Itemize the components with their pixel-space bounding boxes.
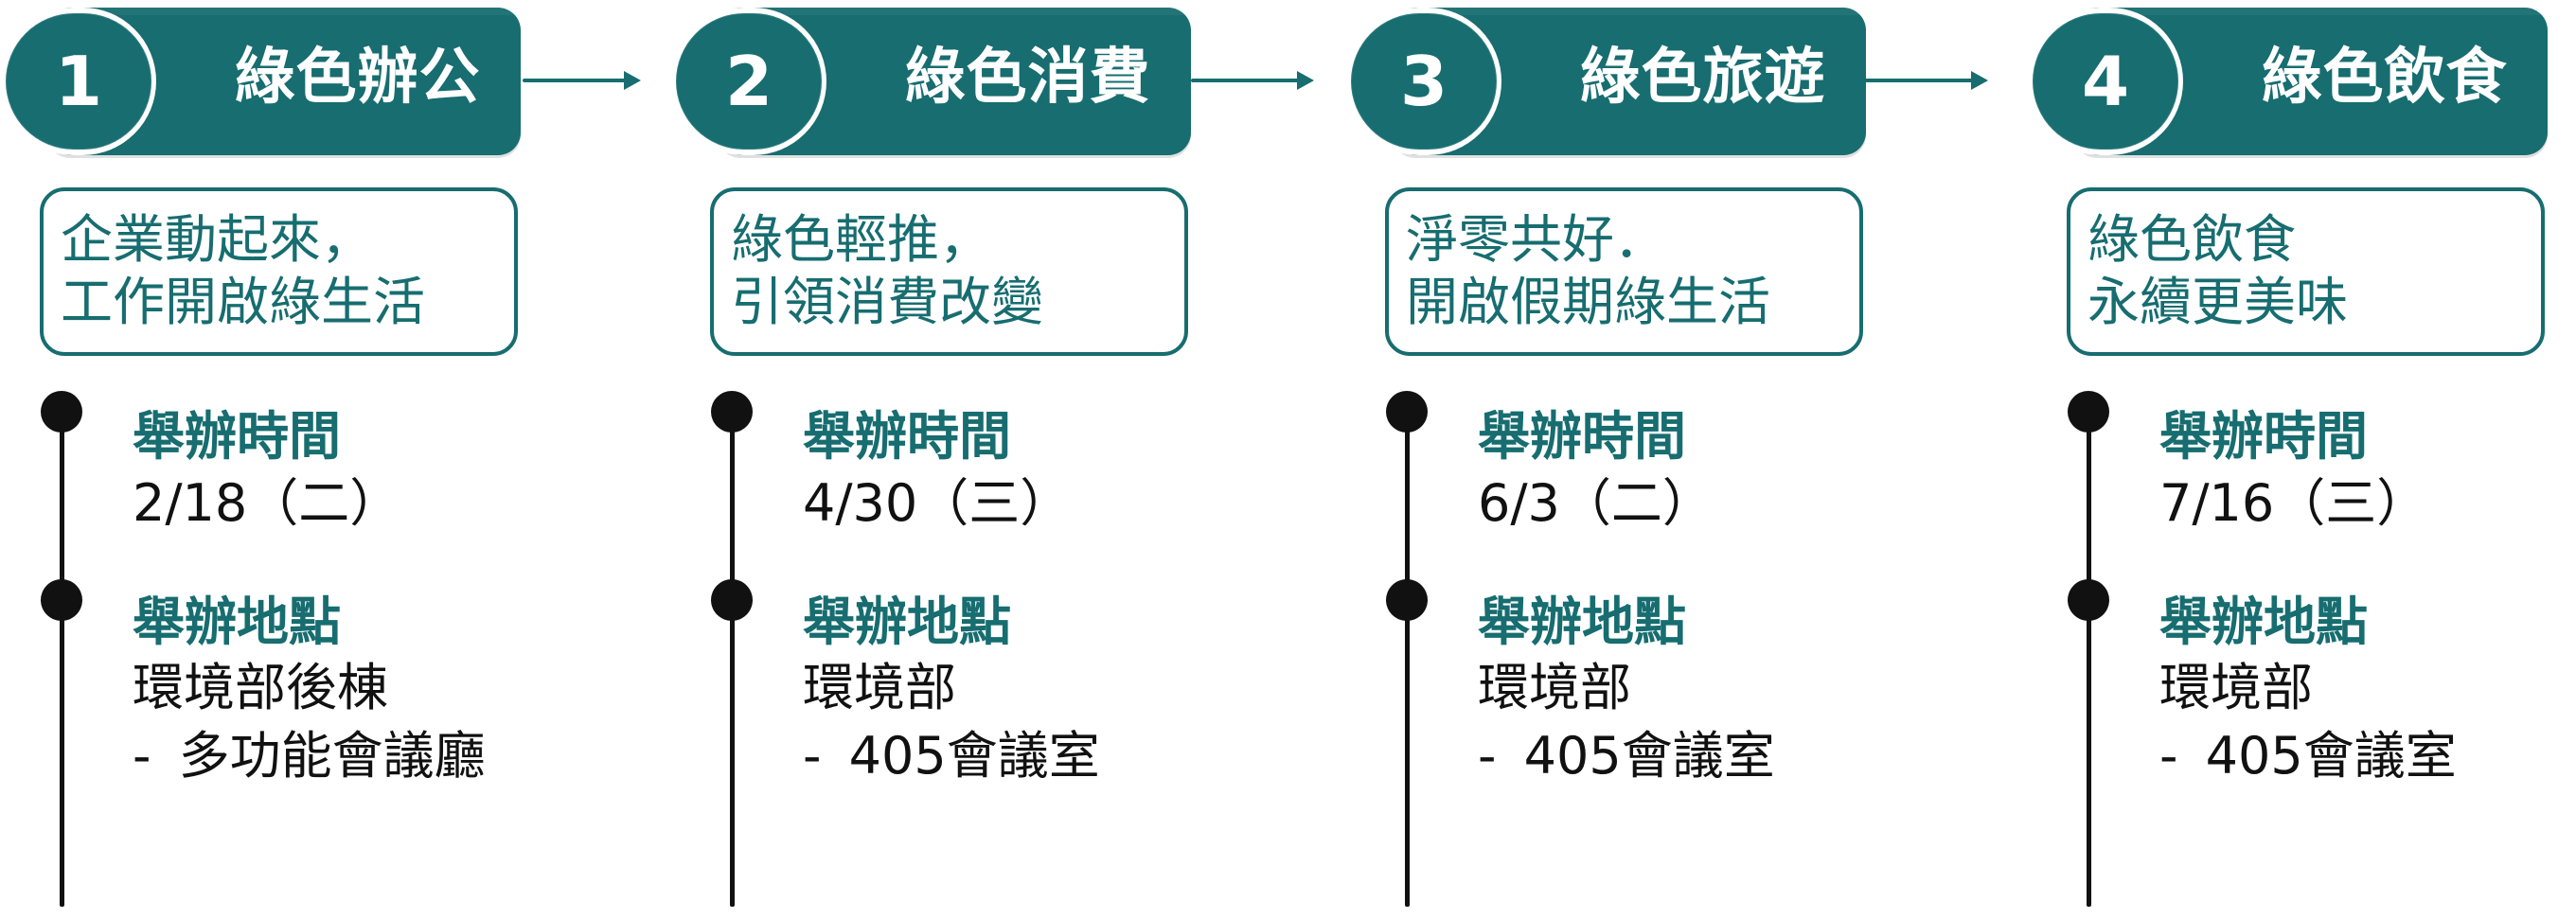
arrow-1-line xyxy=(523,79,627,82)
arrow-2-head-icon xyxy=(1297,71,1314,90)
arrow-2-line xyxy=(1191,79,1300,82)
arrow-3-to-4 xyxy=(1865,71,1988,90)
step-1-timeline-line xyxy=(60,415,64,907)
step-2-time-label: 舉辦時間 xyxy=(803,406,1012,467)
step-1-place-line-2: - 多功能會議廳 xyxy=(133,731,486,782)
step-2-place-line-2: - 405會議室 xyxy=(803,731,1100,782)
step-3-number-ring: 3 xyxy=(1345,8,1501,155)
step-2-number-ring: 2 xyxy=(670,8,826,155)
step-1-number-badge: 1 xyxy=(6,13,151,150)
step-3-place-dot xyxy=(1386,579,1428,621)
step-2-place-line-2-text: 405會議室 xyxy=(848,726,1100,786)
step-3-place-label: 舉辦地點 xyxy=(1478,592,1687,652)
step-3-place-line-1: 環境部 xyxy=(1478,658,1631,717)
step-4-number-badge: 4 xyxy=(2033,13,2178,150)
step-4-place-line-2: - 405會議室 xyxy=(2159,731,2457,782)
step-2-place-label: 舉辦地點 xyxy=(803,592,1012,652)
step-1-slogan-box: 企業動起來， 工作開啟綠生活 xyxy=(40,187,518,356)
step-3-place-line-2-dash: - xyxy=(1478,726,1497,786)
step-3-place-line-2-text: 405會議室 xyxy=(1523,726,1775,786)
step-1-place-line-1: 環境部後棟 xyxy=(133,658,388,717)
step-4-place-label: 舉辦地點 xyxy=(2159,592,2369,652)
step-1-place-dot xyxy=(41,579,82,621)
step-3-number: 3 xyxy=(1399,42,1448,121)
step-4-header: 綠色飲食 4 xyxy=(2027,8,2548,155)
step-1-number-ring: 1 xyxy=(0,8,156,155)
step-1-time-dot xyxy=(41,391,82,433)
step-2: 綠色消費 2 綠色輕推， 引領消費改變 舉辦時間 4/30（三） 舉辦地點 環境… xyxy=(670,0,1200,919)
step-2-title: 綠色消費 xyxy=(904,43,1151,113)
step-1-date: 2/18（二） xyxy=(133,473,401,533)
step-2-time-dot xyxy=(711,391,753,433)
step-1-place-label: 舉辦地點 xyxy=(133,592,342,652)
step-4-date: 7/16（三） xyxy=(2159,473,2428,533)
step-2-place-line-1: 環境部 xyxy=(803,658,956,717)
step-1-title: 綠色辦公 xyxy=(234,43,481,113)
step-3-number-badge: 3 xyxy=(1351,13,1497,150)
arrow-1-head-icon xyxy=(624,71,641,90)
step-3-place-line-2: - 405會議室 xyxy=(1478,731,1775,782)
arrow-1-to-2 xyxy=(523,71,641,90)
step-3-slogan-line-1: 淨零共好． xyxy=(1406,209,1667,270)
step-2-place-line-2-dash: - xyxy=(803,726,822,786)
arrow-3-head-icon xyxy=(1971,71,1988,90)
step-4: 綠色飲食 4 綠色飲食 永續更美味 舉辦時間 7/16（三） 舉辦地點 環境部 … xyxy=(2027,0,2557,919)
step-3-timeline-line xyxy=(1405,415,1410,907)
step-3-time-label: 舉辦時間 xyxy=(1478,406,1687,467)
step-2-slogan-line-1: 綠色輕推， xyxy=(731,209,992,270)
step-4-place-dot xyxy=(2068,579,2109,621)
step-3-header: 綠色旅遊 3 xyxy=(1345,8,1866,155)
step-3-date: 6/3（二） xyxy=(1478,473,1714,533)
step-3-title: 綠色旅遊 xyxy=(1579,43,1826,113)
step-1: 綠色辦公 1 企業動起來， 工作開啟綠生活 舉辦時間 2/18（二） 舉辦地點 … xyxy=(0,0,530,919)
step-2-date: 4/30（三） xyxy=(803,473,1072,533)
step-1-header: 綠色辦公 1 xyxy=(0,8,521,155)
step-1-slogan-line-2: 工作開啟綠生活 xyxy=(61,272,426,332)
step-4-slogan-line-2: 永續更美味 xyxy=(2087,272,2349,332)
step-4-number-ring: 4 xyxy=(2027,8,2183,155)
step-3: 綠色旅遊 3 淨零共好． 開啟假期綠生活 舉辦時間 6/3（二） 舉辦地點 環境… xyxy=(1345,0,1875,919)
step-2-place-dot xyxy=(711,579,753,621)
step-4-place-line-2-text: 405會議室 xyxy=(2205,726,2457,786)
step-4-timeline-line xyxy=(2087,415,2091,907)
step-2-slogan-box: 綠色輕推， 引領消費改變 xyxy=(710,187,1188,356)
step-4-place-line-1: 環境部 xyxy=(2159,658,2313,717)
step-2-timeline-line xyxy=(730,415,735,907)
step-4-time-dot xyxy=(2068,391,2109,433)
step-4-slogan-box: 綠色飲食 永續更美味 xyxy=(2067,187,2545,356)
step-1-slogan-line-1: 企業動起來， xyxy=(61,209,374,270)
arrow-2-to-3 xyxy=(1191,71,1314,90)
step-3-slogan-line-2: 開啟假期綠生活 xyxy=(1406,272,1771,332)
step-4-place-line-2-dash: - xyxy=(2159,726,2178,786)
step-1-time-label: 舉辦時間 xyxy=(133,406,342,467)
step-1-place-line-2-dash: - xyxy=(133,726,151,786)
step-3-slogan-box: 淨零共好． 開啟假期綠生活 xyxy=(1385,187,1863,356)
arrow-3-line xyxy=(1865,79,1974,82)
step-4-time-label: 舉辦時間 xyxy=(2159,406,2369,467)
step-1-number: 1 xyxy=(54,42,103,121)
step-2-slogan-line-2: 引領消費改變 xyxy=(731,272,1044,332)
step-4-number: 4 xyxy=(2081,42,2130,121)
step-3-time-dot xyxy=(1386,391,1428,433)
step-2-header: 綠色消費 2 xyxy=(670,8,1191,155)
step-1-place-line-2-text: 多功能會議廳 xyxy=(178,726,486,786)
step-2-number-badge: 2 xyxy=(676,13,822,150)
step-4-title: 綠色飲食 xyxy=(2261,43,2508,113)
step-4-slogan-line-1: 綠色飲食 xyxy=(2087,209,2297,270)
step-2-number: 2 xyxy=(724,42,773,121)
